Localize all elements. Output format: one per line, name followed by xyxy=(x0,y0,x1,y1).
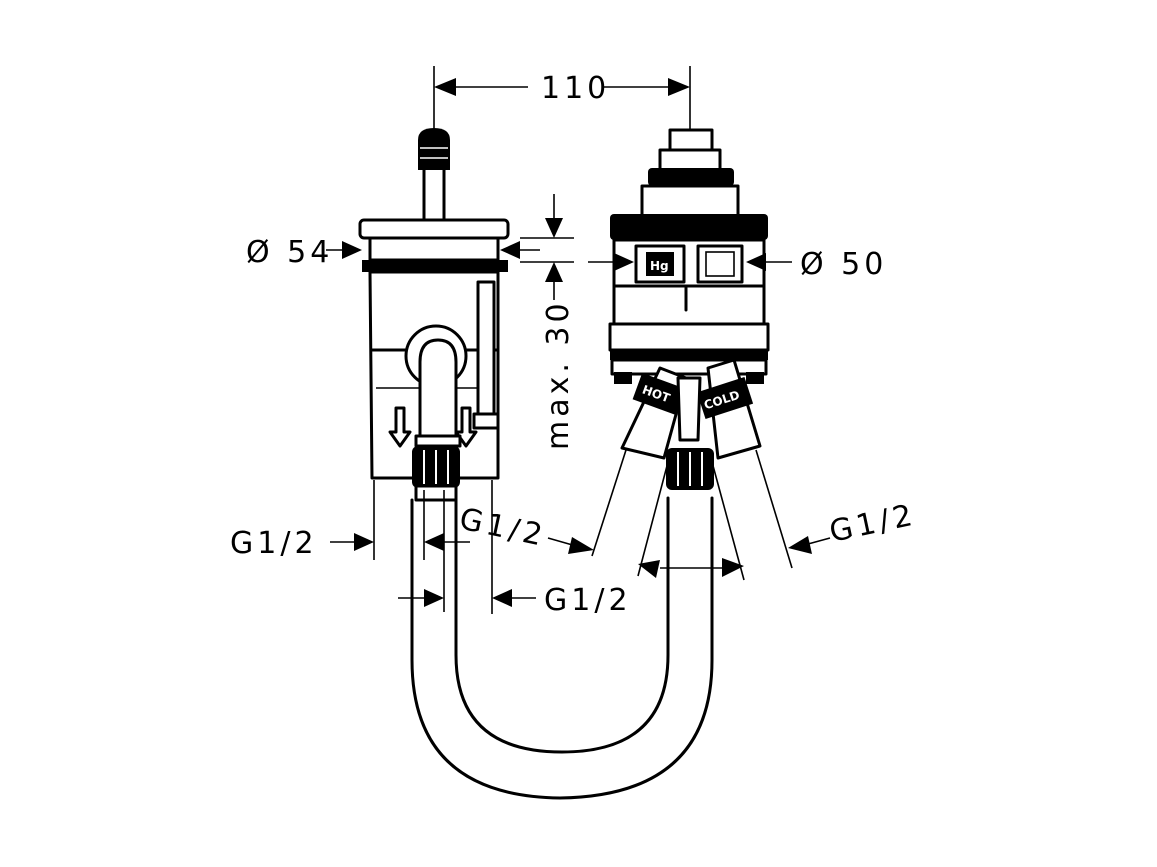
hg-logo: Hg xyxy=(650,259,669,273)
dim-thread-left-outer-text: G1/2 xyxy=(230,526,318,561)
dim-thread-left-inner-text: G1/2 xyxy=(456,502,549,554)
dim-diameter-right-text: Ø 50 xyxy=(800,247,887,282)
dim-thread-right-text: G1/2 xyxy=(826,497,919,549)
dimension-thread-right: G1/2 xyxy=(591,449,919,581)
dimension-110: 110 xyxy=(433,66,691,130)
right-valve-body: Hg HOT COLD xyxy=(608,128,770,490)
dimension-thread-left-outer: G1/2 xyxy=(230,480,375,561)
dim-max-depth-text: max. 30 xyxy=(541,299,576,450)
connecting-hose xyxy=(410,496,714,800)
left-valve-body xyxy=(358,128,510,502)
dim-diameter-left-text: Ø 54 xyxy=(246,235,333,270)
dimension-diameter-left: Ø 54 xyxy=(246,235,540,270)
dim-thread-center-text: G1/2 xyxy=(544,583,632,618)
dimension-thread-center: G1/2 xyxy=(491,480,632,618)
dim-110-text: 110 xyxy=(541,71,610,106)
dimension-diameter-right: Ø 50 xyxy=(588,247,887,282)
dimension-max-depth: max. 30 xyxy=(520,194,576,450)
